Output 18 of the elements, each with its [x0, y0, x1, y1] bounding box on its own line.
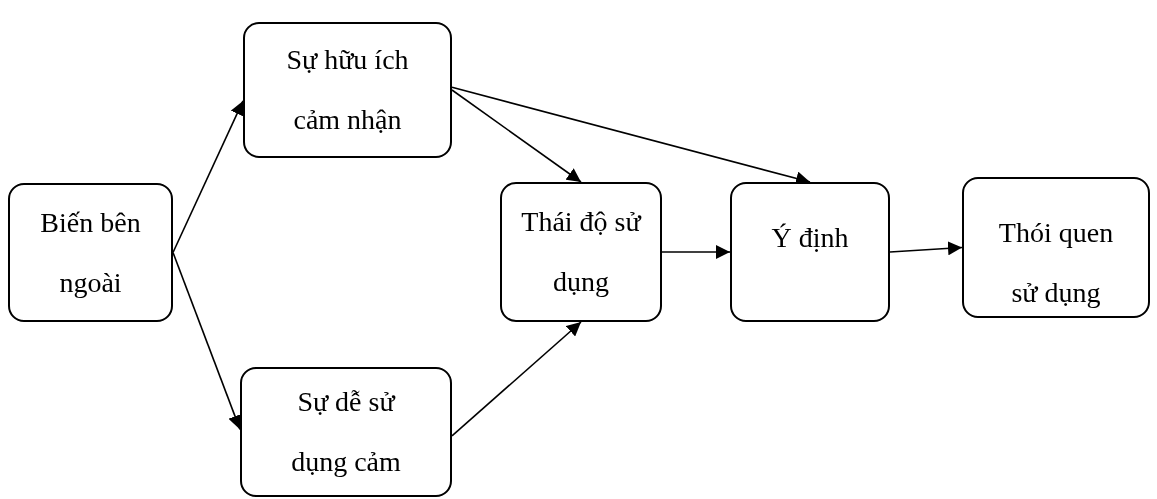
- arrow: [661, 245, 731, 259]
- process-box: [243, 22, 452, 158]
- arrow: [451, 89, 582, 183]
- box-label: Sự dễ sử dụng cảm: [290, 385, 402, 479]
- process-box: [730, 182, 890, 322]
- arrow: [172, 100, 244, 254]
- arrow: [889, 241, 963, 256]
- box-label: Thói quen sử dụng: [997, 216, 1115, 310]
- process-box: [500, 182, 662, 322]
- box-label: Sự hữu ích cảm nhận: [285, 43, 410, 137]
- process-box: [962, 177, 1150, 318]
- arrow: [451, 321, 582, 437]
- box-label: Ý định: [771, 221, 849, 255]
- box-label: Biến bên ngoài: [39, 205, 142, 300]
- arrow: [172, 251, 242, 431]
- box-label: Thái độ sử dụng: [521, 205, 641, 299]
- process-box: [8, 183, 173, 322]
- process-box: [240, 367, 452, 497]
